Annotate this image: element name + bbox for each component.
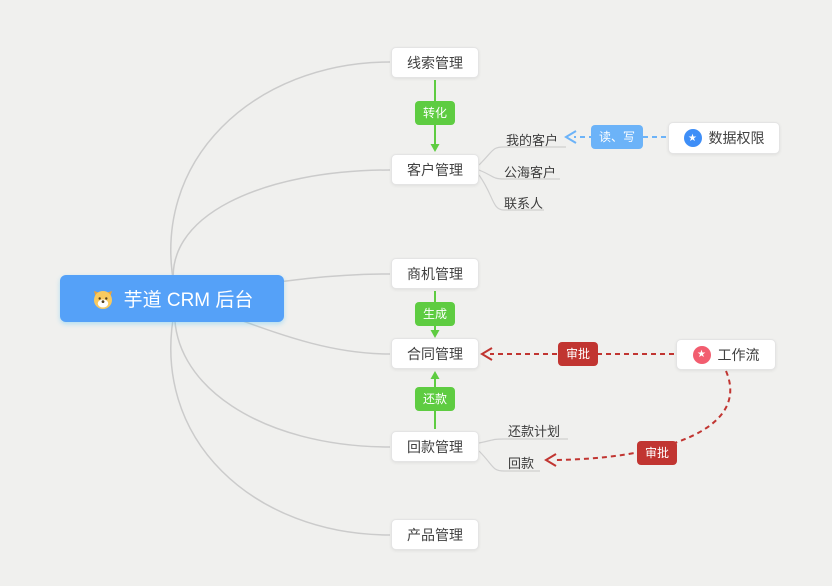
arrow-generate-head	[430, 330, 440, 338]
node-label: 合同管理	[407, 345, 463, 362]
node-opportunity-management[interactable]: 商机管理	[391, 258, 479, 289]
node-label: 工作流	[717, 346, 760, 363]
arrow-approve-pay-head	[544, 453, 557, 467]
subnode-public-customers[interactable]: 公海客户	[504, 165, 557, 180]
arrow-convert-head	[430, 144, 440, 152]
edge-root-lead	[170, 61, 391, 291]
node-label: 线索管理	[407, 54, 463, 71]
node-receivable-management[interactable]: 回款管理	[391, 431, 479, 462]
star-icon: ★	[692, 345, 711, 364]
node-label: 商机管理	[407, 265, 463, 282]
edge-badge-repay: 还款	[414, 387, 456, 411]
edge-badge-convert: 转化	[414, 101, 456, 125]
edge-root-customer	[172, 169, 391, 293]
arrow-approve-contract-head	[480, 347, 493, 361]
edge-root-product	[170, 307, 391, 536]
root-node-label: 芋道 CRM 后台	[123, 290, 254, 311]
subnode-my-customers[interactable]: 我的客户	[506, 133, 559, 148]
node-lead-management[interactable]: 线索管理	[391, 47, 479, 78]
node-label: 产品管理	[407, 526, 463, 543]
edge-badge-approve-contract: 审批	[557, 342, 599, 366]
node-contract-management[interactable]: 合同管理	[391, 338, 479, 369]
root-node-crm-backend[interactable]: 芋道 CRM 后台	[60, 275, 284, 322]
subnode-contacts[interactable]: 联系人	[504, 196, 544, 211]
edge-badge-approve-payment: 审批	[636, 441, 678, 465]
edge-badge-read-write: 读、写	[590, 125, 644, 149]
arrow-repay-head	[430, 371, 440, 379]
node-data-permission[interactable]: ★ 数据权限	[668, 122, 780, 154]
subnode-repayment-plan[interactable]: 还款计划	[508, 424, 561, 439]
node-workflow[interactable]: ★ 工作流	[676, 339, 776, 370]
node-customer-management[interactable]: 客户管理	[391, 154, 479, 185]
node-label: 客户管理	[407, 161, 463, 178]
edge-badge-generate: 生成	[414, 302, 456, 326]
node-label: 数据权限	[708, 130, 765, 146]
arrow-readwrite-head	[564, 130, 577, 144]
node-product-management[interactable]: 产品管理	[391, 519, 479, 550]
dog-icon	[91, 287, 115, 311]
subnode-receivable[interactable]: 回款	[508, 456, 535, 471]
node-label: 回款管理	[407, 438, 463, 455]
star-icon: ★	[683, 129, 702, 147]
edge-root-receivable	[174, 304, 391, 448]
